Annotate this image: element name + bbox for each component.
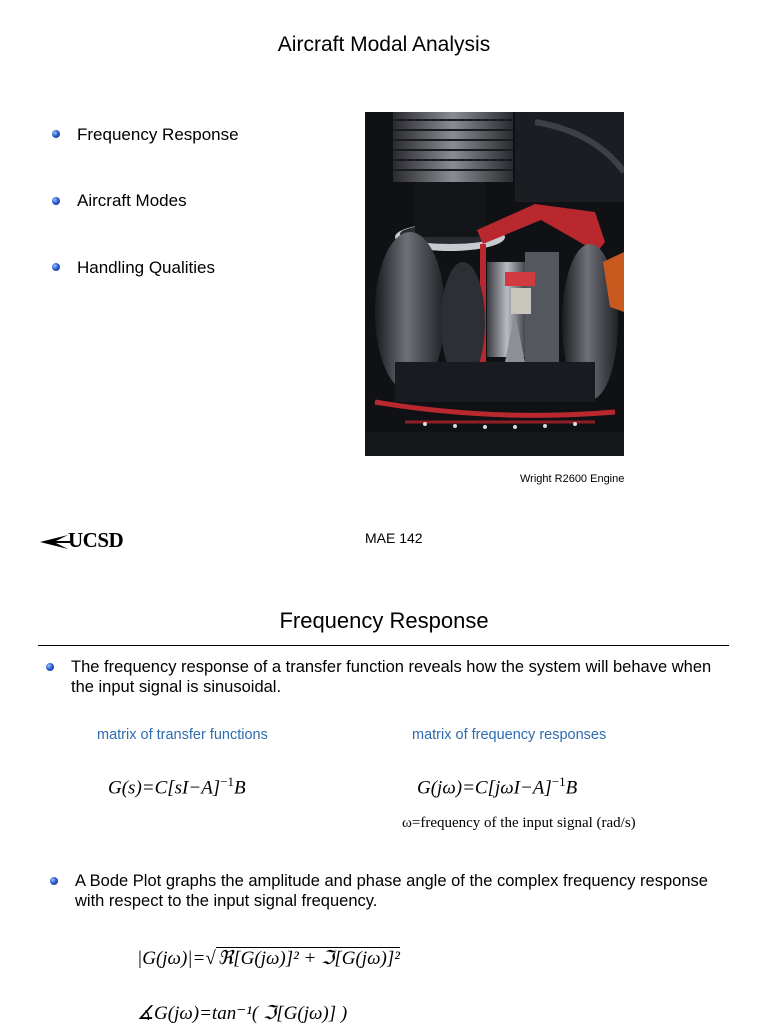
magnitude-equation: |G(jω)|=√ℜ[G(jω)]² + ℑ[G(jω)]² [137, 947, 400, 970]
bullet-aircraft-modes: Aircraft Modes [77, 191, 187, 210]
eq-left-tail: B [234, 777, 246, 799]
engine-photo [365, 112, 624, 456]
triton-icon [40, 535, 70, 549]
bullet-icon [46, 663, 54, 671]
bode-plot-paragraph: A Bode Plot graphs the amplitude and pha… [75, 872, 708, 910]
eq-mag-rhs: ℜ[G(jω)]² + ℑ[G(jω)]² [215, 947, 400, 969]
logo-text: UCSD [68, 528, 124, 552]
slide2-title: Frequency Response [279, 608, 489, 633]
bullet-icon [52, 263, 60, 271]
slide1-title: Aircraft Modal Analysis [277, 33, 491, 56]
frequency-response-equation: G(jω)=C[jωI−A]−1B [417, 774, 577, 799]
sqrt-icon: √ [205, 948, 216, 969]
photo-caption: Wright R2600 Engine [520, 473, 625, 485]
course-label: MAE 142 [365, 530, 423, 546]
label-frequency-responses: matrix of frequency responses [412, 727, 607, 743]
label-transfer-functions: matrix of transfer functions [97, 727, 268, 743]
bullet-icon [52, 197, 60, 205]
title-divider [38, 645, 729, 646]
eq-left-main: G(s)=C[sI−A] [108, 777, 221, 799]
bullet-handling-qualities: Handling Qualities [77, 258, 215, 277]
eq-left-sup: −1 [220, 774, 235, 789]
frequency-response-paragraph: The frequency response of a transfer fun… [71, 658, 712, 696]
eq-mag-lhs: |G(jω)|= [137, 948, 206, 969]
eq-right-sup: −1 [551, 774, 566, 789]
transfer-function-equation: G(s)=C[sI−A]−1B [108, 774, 246, 799]
bullet-icon [52, 130, 60, 138]
eq-right-main: G(jω)=C[jωI−A] [417, 777, 552, 799]
bullet-frequency-response: Frequency Response [77, 125, 239, 144]
omega-definition: ω=frequency of the input signal (rad/s) [402, 815, 636, 831]
bullet-icon [50, 877, 58, 885]
eq-right-tail: B [565, 777, 578, 799]
phase-equation: ∡G(jω)=tan⁻¹( ℑ[G(jω)] ) [137, 1003, 348, 1024]
